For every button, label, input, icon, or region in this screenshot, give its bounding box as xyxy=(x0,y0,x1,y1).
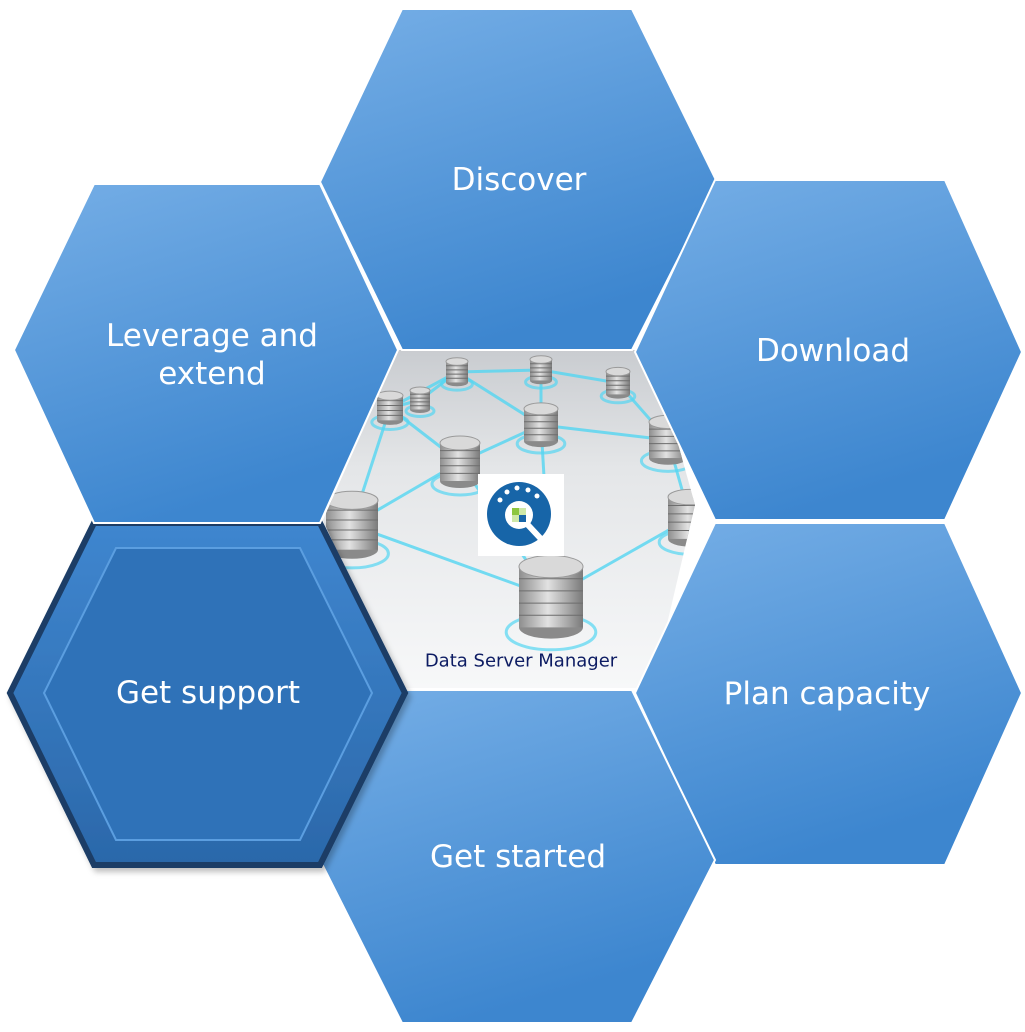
hexagon-leverage-and-extend[interactable] xyxy=(12,183,400,524)
database-cylinder-icon xyxy=(515,402,567,455)
center-caption: Data Server Manager xyxy=(424,650,618,672)
hexagon-get-support-bevel xyxy=(42,547,374,841)
hexagon-plan-capacity[interactable] xyxy=(633,522,1024,866)
database-cylinder-icon xyxy=(504,554,598,652)
database-cylinder-icon xyxy=(599,366,637,405)
database-cylinder-icon xyxy=(440,357,474,392)
hexagon-plan-capacity-shape[interactable] xyxy=(633,522,1024,866)
network-link xyxy=(540,423,669,442)
database-cylinder-icon xyxy=(404,386,436,418)
hexagon-discover[interactable] xyxy=(318,8,719,351)
hexagon-download-shape[interactable] xyxy=(633,179,1024,521)
hexagon-leverage-and-extend-shape[interactable] xyxy=(12,183,400,524)
hexagon-discover-shape[interactable] xyxy=(318,8,719,351)
hexagon-download[interactable] xyxy=(633,179,1024,521)
database-cylinder-icon xyxy=(323,490,390,570)
network-link xyxy=(351,523,552,599)
magnifier-data-icon xyxy=(478,474,564,556)
network-link xyxy=(456,368,542,374)
database-cylinder-icon xyxy=(524,355,558,390)
database-cylinder-icon xyxy=(430,435,490,497)
hexagon-get-support[interactable] xyxy=(6,520,409,868)
database-cylinder-icon xyxy=(370,390,410,431)
network-link xyxy=(540,368,619,385)
